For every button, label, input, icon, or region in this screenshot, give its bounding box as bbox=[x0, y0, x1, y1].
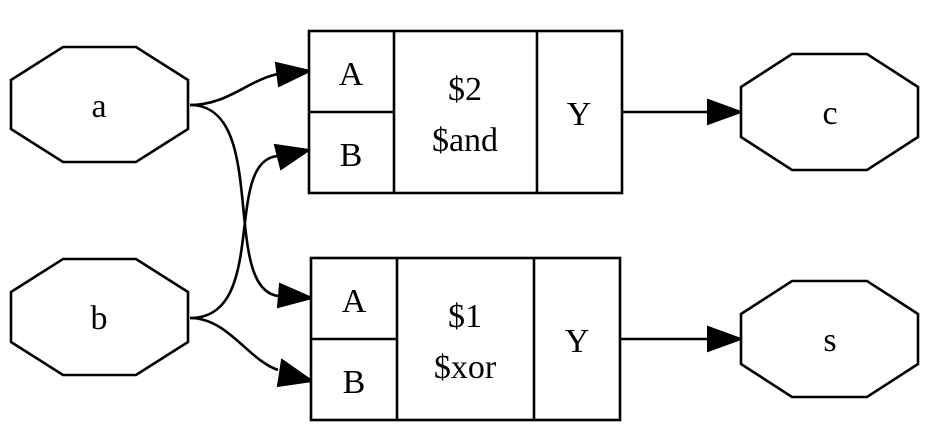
octagon-b bbox=[9, 257, 190, 377]
cell-and-name: $2 bbox=[448, 71, 482, 108]
output-label-c: c bbox=[822, 95, 837, 132]
edge-a-to-xor-A bbox=[189, 103, 279, 298]
input-node-b[interactable]: b bbox=[9, 257, 190, 377]
cell-xor-port-B: B bbox=[343, 364, 366, 401]
cell-and-port-Y: Y bbox=[567, 96, 592, 133]
cell-and[interactable]: A B $2 $and Y bbox=[307, 29, 624, 195]
output-label-s: s bbox=[823, 322, 836, 359]
arrowhead-and-B bbox=[273, 143, 312, 171]
cell-and-port-A: A bbox=[339, 56, 364, 93]
cell-and-type: $and bbox=[432, 122, 498, 159]
arrowhead-xor-B bbox=[276, 358, 315, 388]
cell-xor-type: $xor bbox=[434, 349, 497, 386]
input-label-b: b bbox=[91, 300, 108, 337]
arrowhead-xor-A bbox=[276, 282, 316, 309]
octagon-s bbox=[739, 279, 920, 399]
edge-b-to-and-B bbox=[189, 154, 279, 320]
edges bbox=[189, 61, 744, 388]
arrowhead-and-A bbox=[274, 61, 313, 88]
cell-xor-port-A: A bbox=[342, 283, 367, 320]
output-node-s[interactable]: s bbox=[739, 279, 920, 399]
edge-b-to-xor-B bbox=[189, 316, 279, 372]
octagon-a bbox=[9, 45, 190, 164]
octagon-c bbox=[739, 52, 920, 172]
cell-xor[interactable]: A B $1 $xor Y bbox=[309, 256, 622, 422]
output-node-c[interactable]: c bbox=[739, 52, 920, 172]
cell-xor-name: $1 bbox=[448, 298, 482, 335]
input-label-a: a bbox=[91, 88, 106, 125]
arrowhead-c bbox=[707, 98, 744, 126]
input-node-a[interactable]: a bbox=[9, 45, 190, 164]
arrowhead-s bbox=[707, 325, 744, 353]
cell-xor-port-Y: Y bbox=[565, 323, 590, 360]
cell-and-port-B: B bbox=[340, 137, 363, 174]
edge-a-to-and-A bbox=[189, 72, 279, 107]
